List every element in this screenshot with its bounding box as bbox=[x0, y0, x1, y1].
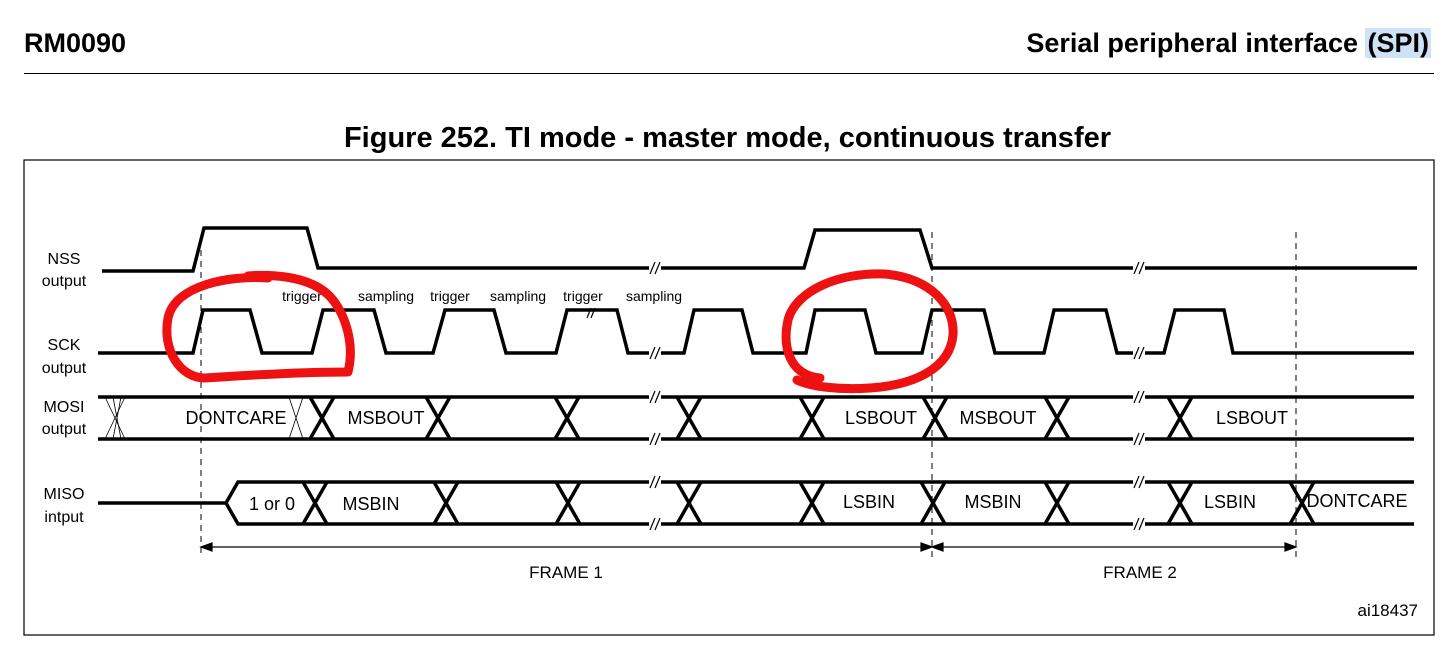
mosi-data-lsbout-1: LSBOUT bbox=[845, 408, 917, 428]
miso-sublabel: intput bbox=[44, 509, 84, 526]
miso-transitions bbox=[301, 481, 1194, 525]
section-title: Serial peripheral interface (SPI) bbox=[1026, 28, 1431, 59]
mosi-transitions bbox=[308, 396, 1194, 440]
miso-label: MISO bbox=[44, 486, 85, 503]
red-circle-annotations bbox=[162, 269, 958, 394]
figure-reference: ai18437 bbox=[1357, 601, 1418, 620]
mosi-sublabel: output bbox=[42, 421, 87, 438]
mosi-data-dontcare: DONTCARE bbox=[185, 408, 286, 428]
miso-data-lsbin-1: LSBIN bbox=[843, 492, 895, 512]
sck-waveform bbox=[98, 308, 1414, 355]
mosi-label: MOSI bbox=[44, 399, 85, 416]
section-title-highlight: (SPI) bbox=[1365, 28, 1431, 58]
nss-sublabel: output bbox=[42, 273, 87, 290]
frame-2-label: FRAME 2 bbox=[1103, 563, 1177, 582]
red-circle-right bbox=[781, 269, 958, 394]
break-marks bbox=[586, 261, 1145, 531]
nss-waveform bbox=[102, 226, 1417, 273]
annotation-sampling-1: sampling bbox=[358, 288, 414, 304]
red-circle-left bbox=[162, 270, 355, 383]
annotation-sampling-3: sampling bbox=[626, 288, 682, 304]
section-title-text: Serial peripheral interface bbox=[1026, 28, 1366, 58]
mosi-data-msbout-1: MSBOUT bbox=[347, 408, 424, 428]
miso-bus bbox=[98, 480, 1414, 526]
frame-1-label: FRAME 1 bbox=[529, 563, 603, 582]
frame-markers bbox=[200, 232, 1297, 558]
sck-label: SCK bbox=[48, 337, 81, 354]
figure-frame bbox=[23, 159, 1435, 636]
mosi-data-msbout-2: MSBOUT bbox=[959, 408, 1036, 428]
annotation-sampling-2: sampling bbox=[490, 288, 546, 304]
nss-label: NSS bbox=[48, 251, 81, 268]
miso-data-msbin-2: MSBIN bbox=[964, 492, 1021, 512]
sck-sublabel: output bbox=[42, 360, 87, 377]
document-id: RM0090 bbox=[24, 28, 127, 58]
header-rule bbox=[24, 73, 1434, 74]
mosi-dontcare-hatch bbox=[104, 396, 304, 440]
figure-title: Figure 252. TI mode - master mode, conti… bbox=[343, 122, 1112, 154]
mosi-bus bbox=[98, 395, 1414, 441]
frame-arrows bbox=[199, 542, 1298, 552]
annotation-trigger-3: trigger bbox=[563, 288, 603, 304]
miso-data-msbin-1: MSBIN bbox=[342, 494, 399, 514]
mosi-data-lsbout-2: LSBOUT bbox=[1216, 408, 1288, 428]
miso-data-lsbin-2: LSBIN bbox=[1204, 492, 1256, 512]
annotation-trigger-2: trigger bbox=[430, 288, 470, 304]
miso-data-1or0: 1 or 0 bbox=[249, 494, 295, 514]
miso-data-dontcare: DONTCARE bbox=[1306, 491, 1407, 511]
annotation-trigger-1: trigger bbox=[282, 288, 322, 304]
